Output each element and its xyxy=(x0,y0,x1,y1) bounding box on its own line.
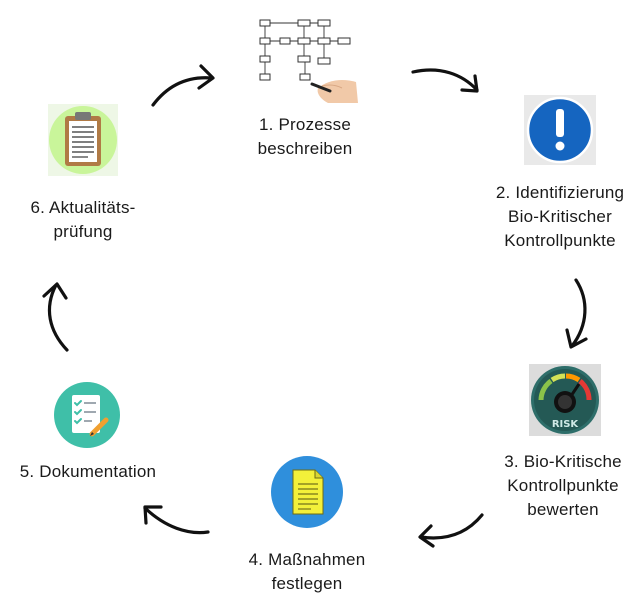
arrow-6-to-1 xyxy=(151,64,215,107)
step-6-line-2: prüfung xyxy=(53,222,113,241)
exclamation-icon xyxy=(524,95,596,165)
step-3-line-2: Kontrollpunkte xyxy=(507,476,619,495)
step-6-line-1: 6. Aktualitäts- xyxy=(30,198,136,217)
step-1-line-2: beschreiben xyxy=(257,139,353,158)
step-2-line-2: Bio-Kritischer xyxy=(508,207,612,226)
arrow-4-to-5 xyxy=(143,505,210,535)
step-1-label: 1. Prozesse beschreiben xyxy=(230,113,380,161)
step-4-line-1: 4. Maßnahmen xyxy=(248,550,366,569)
step-2-line-3: Kontrollpunkte xyxy=(504,231,616,250)
step-5-label: 5. Dokumentation xyxy=(2,460,174,484)
step-3-label: 3. Bio-Kritische Kontrollpunkte bewerten xyxy=(490,450,634,522)
flowchart-drawing-icon xyxy=(256,8,358,103)
risk-gauge-text: RISK xyxy=(552,419,580,430)
step-3-line-1: 3. Bio-Kritische xyxy=(504,452,622,471)
arrow-1-to-2 xyxy=(411,68,479,93)
step-6-label: 6. Aktualitäts- prüfung xyxy=(4,196,162,244)
step-4-line-2: festlegen xyxy=(271,574,343,593)
step-1-line-1: 1. Prozesse xyxy=(259,115,351,134)
step-2-line-1: 2. Identifizierung xyxy=(495,183,625,202)
step-3-line-3: bewerten xyxy=(527,500,599,519)
step-4-label: 4. Maßnahmen festlegen xyxy=(228,548,386,596)
arrow-2-to-3 xyxy=(565,278,588,349)
document-icon xyxy=(271,456,343,528)
clipboard-icon xyxy=(48,104,118,176)
risk-gauge-icon: RISK xyxy=(529,364,601,436)
checklist-icon xyxy=(54,382,120,448)
arrow-3-to-4 xyxy=(418,513,484,548)
arrow-5-to-6 xyxy=(42,282,69,352)
step-5-line-1: 5. Dokumentation xyxy=(19,462,157,481)
step-2-label: 2. Identifizierung Bio-Kritischer Kontro… xyxy=(472,181,634,253)
